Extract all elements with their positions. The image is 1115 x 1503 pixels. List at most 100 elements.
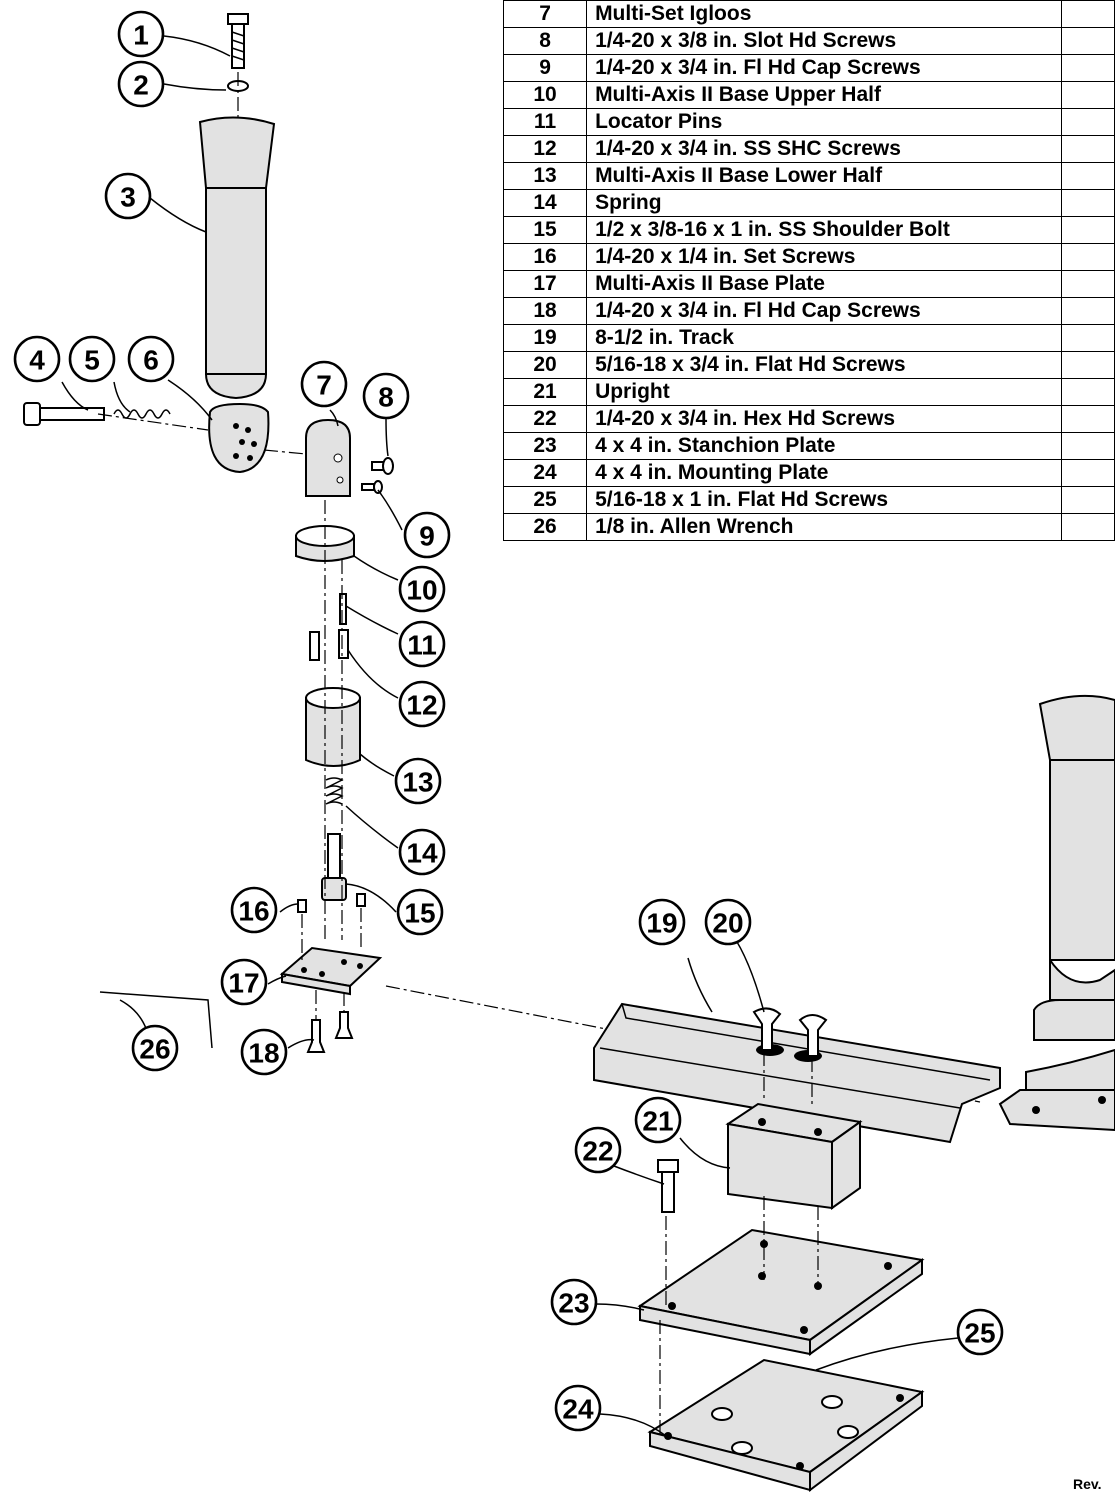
slot-screw-part-8: [371, 457, 394, 475]
part-qty-cell: [1060, 297, 1115, 325]
flat-screw-part-20b: [798, 1014, 828, 1057]
svg-text:5: 5: [84, 345, 100, 376]
svg-text:15: 15: [404, 898, 435, 929]
callout-22: 22: [574, 1126, 622, 1174]
part-qty-cell: [1060, 162, 1115, 190]
part-qty-cell: [1060, 135, 1115, 163]
part-description: 1/4-20 x 3/4 in. Hex Hd Screws: [586, 405, 1062, 433]
leader-lines: [61, 35, 959, 1437]
part-qty-cell: [1060, 54, 1115, 82]
callout-3: 3: [104, 172, 152, 220]
part-description: 1/4-20 x 3/4 in. Fl Hd Cap Screws: [586, 297, 1062, 325]
shoulder-bolt-part-15: [321, 833, 347, 901]
part-qty-cell: [1060, 513, 1115, 541]
locator-pin-part-11: [339, 593, 347, 625]
part-description: 1/4-20 x 3/4 in. SS SHC Screws: [586, 135, 1062, 163]
callout-20: 20: [704, 898, 752, 946]
part-number: 18: [502, 297, 588, 325]
callout-9: 9: [403, 511, 451, 559]
set-screw-part-16b: [356, 893, 366, 907]
part-qty-cell: [1060, 81, 1115, 109]
part-description: Locator Pins: [586, 108, 1062, 136]
flat-screw-part-18: [306, 1019, 326, 1053]
part-number: 21: [502, 378, 588, 406]
part-description: 1/8 in. Allen Wrench: [586, 513, 1062, 541]
callout-1: 1: [117, 10, 165, 58]
svg-text:6: 6: [143, 345, 159, 376]
part-description: 5/16-18 x 3/4 in. Flat Hd Screws: [586, 351, 1062, 379]
part-number: 26: [502, 513, 588, 541]
svg-text:3: 3: [120, 182, 136, 213]
part-qty-cell: [1060, 108, 1115, 136]
part-description: Multi-Axis II Base Upper Half: [586, 81, 1062, 109]
flat-screw-part-18b: [334, 1011, 354, 1039]
callout-21: 21: [634, 1096, 682, 1144]
part-number: 8: [502, 27, 588, 55]
callout-15: 15: [396, 888, 444, 936]
part-qty-cell: [1060, 216, 1115, 244]
svg-text:19: 19: [646, 908, 677, 939]
track-part-19: [593, 1002, 1001, 1144]
callout-11: 11: [398, 620, 446, 668]
callout-17: 17: [220, 958, 268, 1006]
svg-text:14: 14: [406, 838, 438, 869]
part-description: Multi-Axis II Base Plate: [586, 270, 1062, 298]
part-qty-cell: [1060, 243, 1115, 271]
svg-text:4: 4: [29, 345, 45, 376]
svg-text:11: 11: [407, 630, 437, 661]
part-number: 22: [502, 405, 588, 433]
part-qty-cell: [1060, 270, 1115, 298]
svg-text:21: 21: [642, 1106, 673, 1137]
part-description: 1/4-20 x 3/8 in. Slot Hd Screws: [586, 27, 1062, 55]
svg-text:12: 12: [406, 690, 437, 721]
callout-24: 24: [554, 1384, 602, 1432]
part-number: 16: [502, 243, 588, 271]
shc-screw-part-12b: [309, 631, 320, 661]
part-number: 20: [502, 351, 588, 379]
mounting-plate-part-24: [647, 1358, 925, 1492]
svg-text:10: 10: [406, 575, 437, 606]
callout-19: 19: [638, 898, 686, 946]
upright-part-21: [725, 1102, 863, 1210]
part-number: 9: [502, 54, 588, 82]
part-description: 5/16-18 x 1 in. Flat Hd Screws: [586, 486, 1062, 514]
ball-part-6: [208, 402, 270, 474]
svg-text:18: 18: [248, 1038, 279, 1069]
part-description: 1/2 x 3/8-16 x 1 in. SS Shoulder Bolt: [586, 216, 1062, 244]
part-number: 23: [502, 432, 588, 460]
hex-bolt-part-1: [227, 13, 249, 69]
part-number: 24: [502, 459, 588, 487]
set-screw-part-16: [297, 899, 307, 913]
svg-text:23: 23: [558, 1288, 589, 1319]
callout-18: 18: [240, 1028, 288, 1076]
svg-text:13: 13: [402, 767, 433, 798]
part-qty-cell: [1060, 378, 1115, 406]
callout-12: 12: [398, 680, 446, 728]
part-description: Multi-Set Igloos: [586, 0, 1062, 28]
base-lower-half-part-13: [305, 687, 361, 767]
callout-5: 5: [68, 335, 116, 383]
igloo-part-7: [305, 418, 351, 497]
callout-2: 2: [117, 60, 165, 108]
part-description: Multi-Axis II Base Lower Half: [586, 162, 1062, 190]
allen-wrench-part-26: [99, 991, 213, 1049]
part-description: Spring: [586, 189, 1062, 217]
svg-text:26: 26: [139, 1034, 170, 1065]
callout-23: 23: [550, 1278, 598, 1326]
part-description: 4 x 4 in. Mounting Plate: [586, 459, 1062, 487]
part-number: 10: [502, 81, 588, 109]
callout-26: 26: [131, 1024, 179, 1072]
callout-6: 6: [127, 335, 175, 383]
part-description: Upright: [586, 378, 1062, 406]
part-qty-cell: [1060, 351, 1115, 379]
